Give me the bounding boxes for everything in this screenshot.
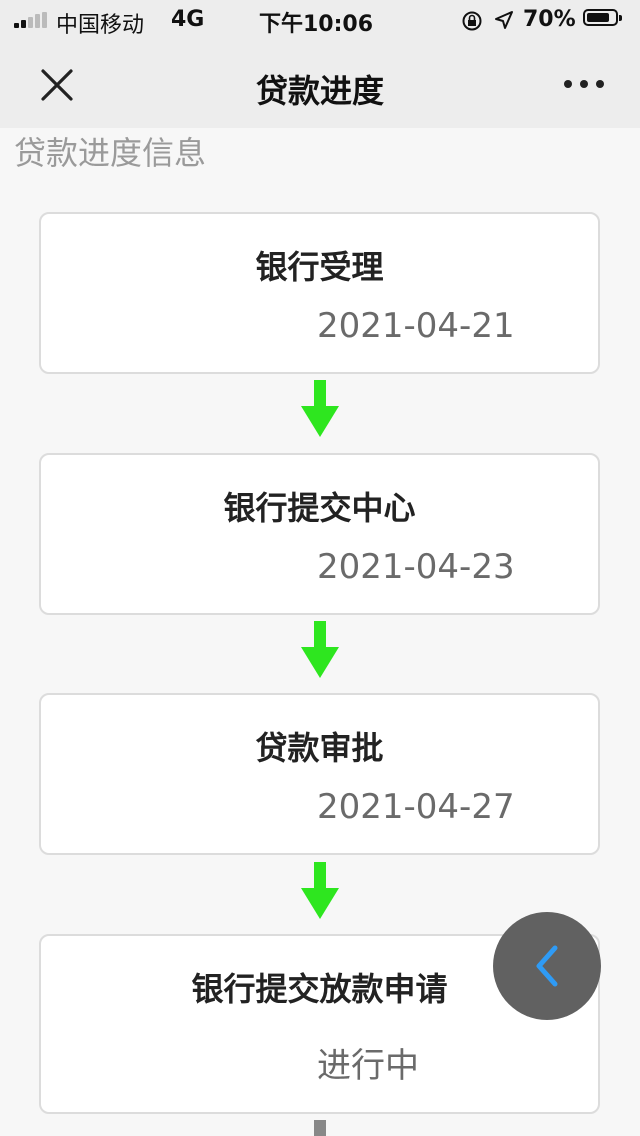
step-date: 2021-04-21: [317, 306, 515, 346]
nav-bar: 贷款进度: [0, 40, 640, 128]
close-icon: [41, 69, 73, 101]
status-bar: 中国移动 4G 下午10:06 70%: [0, 0, 640, 40]
battery-percentage: 70%: [523, 7, 576, 32]
more-options-button[interactable]: [555, 64, 615, 104]
page-title: 贷款进度: [255, 72, 384, 110]
progress-step-card: 贷款审批 2021-04-27: [39, 693, 600, 855]
network-type: 4G: [171, 7, 205, 32]
progress-step-card: 银行提交放款申请 进行中: [39, 934, 600, 1114]
progress-step-card: 银行受理 2021-04-21: [39, 212, 600, 374]
down-arrow-icon: [301, 380, 339, 437]
next-arrow-stub: [314, 1120, 326, 1136]
step-status: 进行中: [317, 1046, 419, 1086]
rotation-lock-icon: [462, 11, 482, 31]
floating-back-button[interactable]: [493, 912, 601, 1020]
step-date: 2021-04-27: [317, 787, 515, 827]
close-button[interactable]: [30, 58, 84, 112]
carrier-name: 中国移动: [56, 13, 145, 38]
battery-icon: [583, 9, 622, 26]
more-dots-icon: [564, 80, 604, 88]
location-arrow-icon: [495, 11, 513, 29]
chevron-left-icon: [536, 945, 558, 987]
down-arrow-icon: [301, 862, 339, 919]
down-arrow-icon: [301, 621, 339, 678]
status-time: 下午10:06: [259, 12, 374, 37]
step-title: 银行提交放款申请: [191, 970, 448, 1008]
section-title: 贷款进度信息: [14, 134, 207, 172]
step-title: 银行提交中心: [223, 489, 416, 527]
step-title: 银行受理: [255, 248, 384, 286]
step-date: 2021-04-23: [317, 547, 515, 587]
progress-step-card: 银行提交中心 2021-04-23: [39, 453, 600, 615]
step-title: 贷款审批: [255, 729, 384, 767]
